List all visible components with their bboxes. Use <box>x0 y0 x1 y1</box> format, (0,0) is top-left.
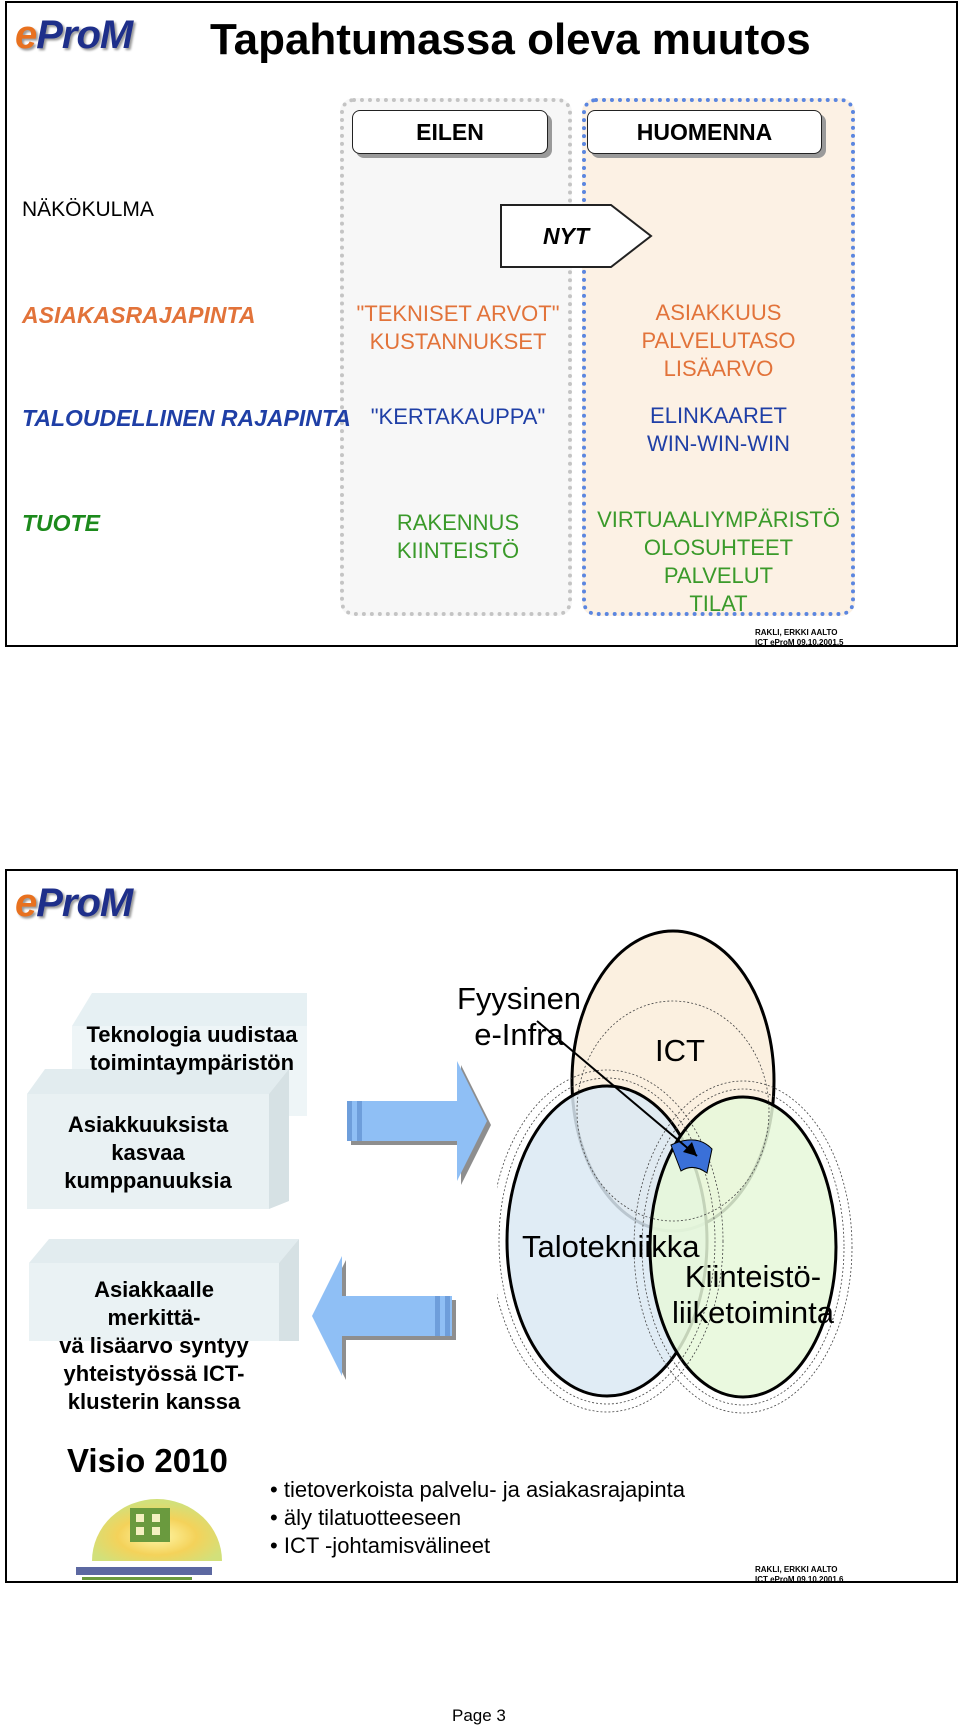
bullet-list: tietoverkoista palvelu- ja asiakasrajapi… <box>270 1476 685 1560</box>
3d-boxes <box>7 871 307 1341</box>
venn-label-ict: ICT <box>655 1033 705 1069</box>
row-label-product: TUOTE <box>22 510 100 537</box>
venn-label-real-estate: Kiinteistö- liiketoiminta <box>672 1259 834 1331</box>
eprom-logo: eProM <box>15 13 132 58</box>
slide-ict-vision: eProM Teknologia uudistaa toimintaympäri… <box>5 869 958 1583</box>
cell-product-tomorrow: VIRTUAALIYMPÄRISTÖ OLOSUHTEET PALVELUT T… <box>587 506 850 618</box>
cell-product-yesterday: RAKENNUS KIINTEISTÖ <box>344 509 572 565</box>
slide-title: Tapahtumassa oleva muutos <box>210 15 811 65</box>
cell-customer-tomorrow: ASIAKKUUS PALVELUTASO LISÄARVO <box>587 299 850 383</box>
backward-arrow <box>302 1246 462 1386</box>
bullet-item: ICT -johtamisvälineet <box>270 1532 685 1560</box>
bullet-item: äly tilatuotteeseen <box>270 1504 685 1532</box>
slide-credit: RAKLI, ERKKI AALTO ICT eProM 09.10.2001.… <box>755 628 844 648</box>
tomorrow-header: HUOMENNA <box>587 110 822 154</box>
row-label-customer-interface: ASIAKASRAJAPINTA <box>22 302 255 329</box>
forward-arrow <box>337 1051 497 1191</box>
cell-customer-yesterday: "TEKNISET ARVOT" KUSTANNUKSET <box>344 300 572 356</box>
cell-financial-yesterday: "KERTAKAUPPA" <box>344 403 572 431</box>
vision-title: Visio 2010 <box>67 1442 228 1480</box>
now-label: NYT <box>543 223 589 250</box>
slide-credit: RAKLI, ERKKI AALTO ICT eProM 09.10.2001.… <box>755 1565 844 1585</box>
cell-financial-tomorrow: ELINKAARET WIN-WIN-WIN <box>587 402 850 458</box>
box-added-value: Asiakkaalle merkittä- vä lisäarvo syntyy… <box>29 1276 279 1416</box>
yesterday-header: EILEN <box>352 110 548 154</box>
venn-label-physical: Fyysinen e-Infra <box>457 981 581 1053</box>
row-label-financial-interface: TALOUDELLINEN RAJAPINTA <box>22 405 351 432</box>
box-customer: Asiakkuuksista kasvaa kumppanuuksia <box>27 1111 269 1195</box>
slide-change-overview: eProM Tapahtumassa oleva muutos EILEN HU… <box>5 1 958 647</box>
row-label-viewpoint: NÄKÖKULMA <box>22 198 154 222</box>
page-number: Page 3 <box>452 1706 506 1726</box>
bullet-item: tietoverkoista palvelu- ja asiakasrajapi… <box>270 1476 685 1504</box>
sun-house-logo <box>72 1483 247 1583</box>
box-technology: Teknologia uudistaa toimintaympäristön <box>67 1021 317 1077</box>
